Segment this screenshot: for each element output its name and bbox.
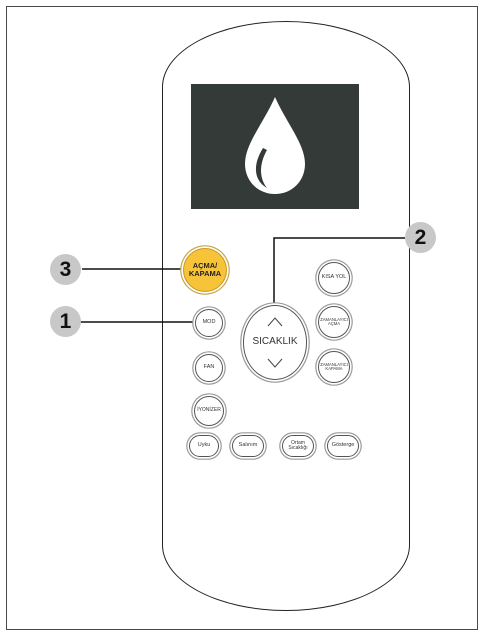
callout-1: 1: [50, 306, 81, 337]
mode-button-label: MOD: [202, 319, 216, 326]
water-drop-icon: [245, 97, 305, 194]
swing-button-label: Salınım: [238, 442, 258, 449]
on-off-button[interactable]: AÇMA/ KAPAMA: [183, 248, 227, 292]
temperature-label: SICAKLIK: [252, 336, 298, 348]
callout-3: 3: [50, 254, 81, 285]
ionizer-button[interactable]: İYONİZER: [194, 396, 224, 426]
timer-off-button-label: ZAMANLAYICI KAPAMA: [320, 361, 348, 371]
temperature-rocker-button[interactable]: SICAKLIK: [243, 305, 307, 380]
chevron-down-icon: [267, 358, 283, 368]
swing-button[interactable]: Salınım: [232, 435, 264, 457]
sleep-button[interactable]: Uyku: [189, 435, 219, 457]
timer-on-button-label: ZAMANLAYICI AÇMA: [320, 316, 348, 326]
ionizer-button-label: İYONİZER: [197, 407, 221, 414]
figure-frame: [6, 6, 478, 630]
fan-button-label: FAN: [203, 364, 215, 371]
callout-2: 2: [405, 222, 436, 253]
sleep-button-label: Uyku: [197, 442, 211, 449]
fan-button[interactable]: FAN: [195, 354, 223, 382]
temperature-arrows: [267, 317, 283, 368]
timer-off-button[interactable]: ZAMANLAYICI KAPAMA: [318, 351, 350, 383]
short-way-button-label: KISA YOL: [321, 274, 347, 281]
ambient-temperature-button-label: Ortam Sıcaklığı: [288, 439, 308, 451]
display-button[interactable]: Gösterge: [327, 435, 359, 457]
remote-display-screen: [191, 84, 359, 209]
chevron-up-icon: [267, 317, 283, 327]
short-way-button[interactable]: KISA YOL: [318, 262, 350, 294]
ambient-temperature-button[interactable]: Ortam Sıcaklığı: [282, 435, 314, 457]
mode-button[interactable]: MOD: [195, 309, 223, 337]
display-button-label: Gösterge: [331, 442, 355, 449]
on-off-button-label: AÇMA/ KAPAMA: [188, 261, 222, 278]
timer-on-button[interactable]: ZAMANLAYICI AÇMA: [318, 306, 350, 338]
